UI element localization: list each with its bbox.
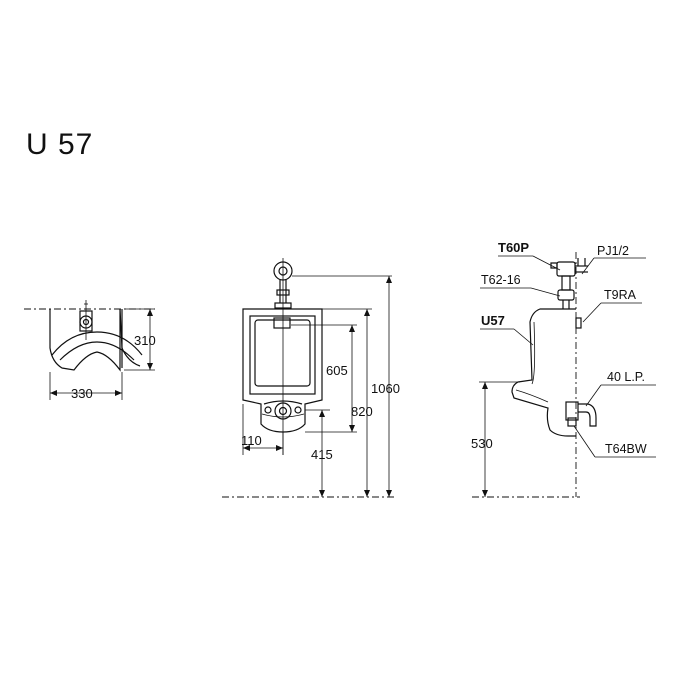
label-bowl: U57 [481,313,505,328]
front-outlet-dim: 605 [326,363,348,378]
label-hanger: T9RA [604,288,637,302]
label-spud: T62-16 [481,273,521,287]
top-view: 310 330 [24,300,156,401]
front-offset-dim: 110 [241,433,262,448]
label-flush-valve: T60P [498,240,529,255]
label-trap: 40 L.P. [607,370,645,384]
front-rim-dim: 415 [311,447,333,462]
side-view: 530 T60P PJ1/2 T62-16 T9RA U57 40 L.P. T… [471,240,656,498]
model-title: U 57 [26,128,94,161]
top-width-dim: 330 [71,386,93,401]
side-outlet-dim: 530 [471,436,493,451]
front-view: 110 415 605 820 1060 [222,258,400,498]
top-depth-dim: 310 [134,333,156,348]
front-spud-dim: 820 [351,404,373,419]
label-drain: T64BW [605,442,647,456]
label-supply-pipe: PJ1/2 [597,244,629,258]
front-total-dim: 1060 [371,381,400,396]
